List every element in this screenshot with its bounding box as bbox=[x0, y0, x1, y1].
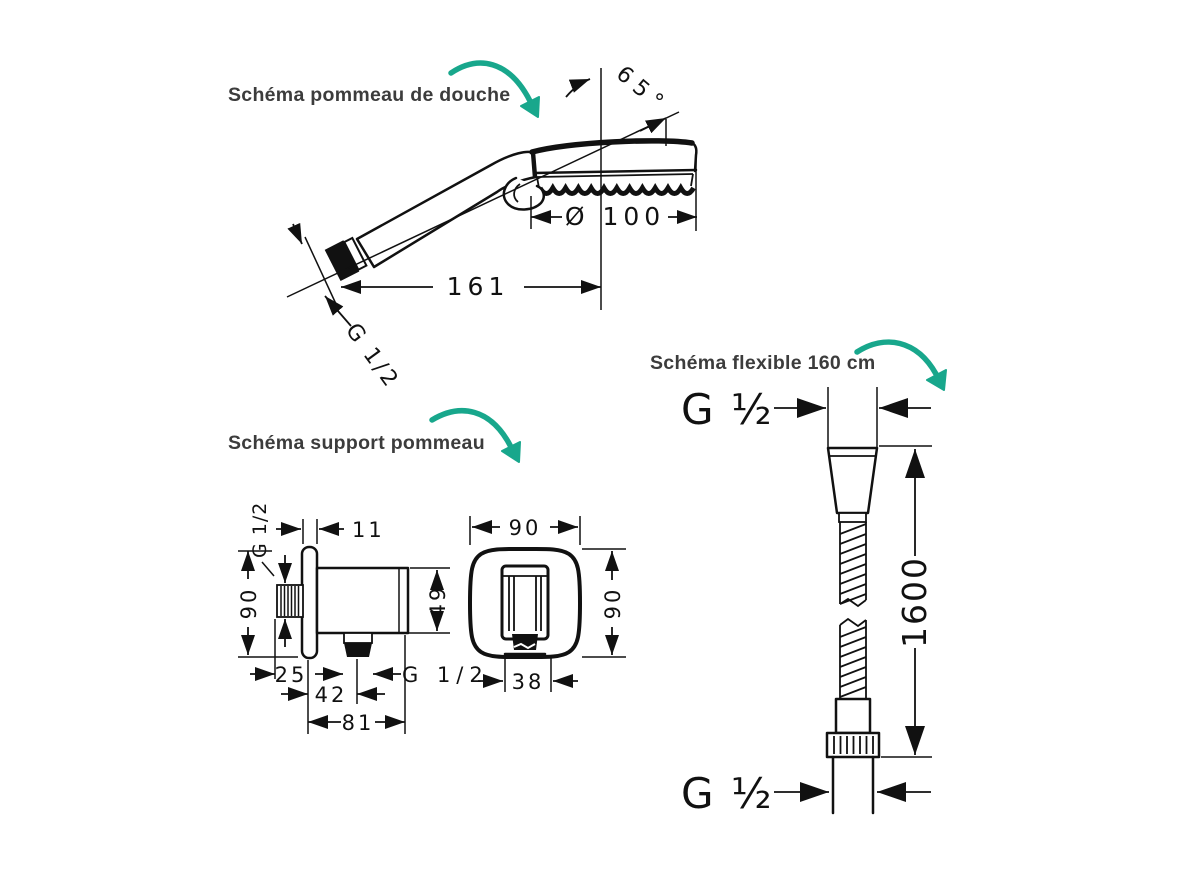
flexible-schematic: Schéma flexible 160 cm bbox=[650, 339, 947, 818]
dim-inlet-thread: G 1/2 bbox=[249, 502, 292, 647]
curved-arrow-icon bbox=[854, 339, 947, 391]
holder-label: 38 bbox=[512, 670, 545, 694]
dim-outlet-42: 42 bbox=[281, 683, 385, 707]
hose-spiral-upper bbox=[839, 522, 867, 608]
dim-length-161: 161 bbox=[341, 272, 601, 301]
dim-body-49: 49 bbox=[376, 567, 450, 634]
height-label: 90 bbox=[237, 587, 261, 620]
dim-depth-81: 81 bbox=[308, 711, 405, 735]
hose-spiral-lower bbox=[839, 617, 867, 699]
dim-outlet-thread-g12: G 1/2 bbox=[315, 663, 489, 687]
front-width-label: 90 bbox=[509, 516, 542, 540]
dim-front-width-90: 90 bbox=[469, 516, 581, 545]
support-side-view bbox=[276, 545, 410, 660]
support-schematic: Schéma support pommeau bbox=[228, 408, 626, 735]
inlet-thread bbox=[276, 584, 304, 618]
thread-top-label: G ½ bbox=[681, 385, 774, 434]
spray-face bbox=[537, 183, 696, 196]
outlet-label: 42 bbox=[315, 683, 348, 707]
thread-label: G 1/2 bbox=[340, 319, 404, 394]
diameter-label: Ø 100 bbox=[565, 202, 665, 231]
holder-cup bbox=[500, 564, 550, 656]
axis-line bbox=[286, 111, 680, 298]
support-title: Schéma support pommeau bbox=[228, 432, 485, 454]
dim-plate-11: 11 bbox=[276, 518, 385, 544]
dim-front-height-90: 90 bbox=[582, 548, 626, 658]
dim-angle-65: 65° bbox=[565, 61, 673, 134]
angle-label: 65° bbox=[611, 61, 673, 119]
dim-bottom-rows: 25 G 1/2 42 81 bbox=[250, 619, 489, 735]
flexible-title: Schéma flexible 160 cm bbox=[650, 352, 876, 374]
end-plane-line bbox=[304, 236, 337, 305]
thread-bottom-label: G ½ bbox=[681, 769, 774, 818]
head-title: Schéma pommeau de douche bbox=[228, 84, 510, 106]
length-label: 161 bbox=[447, 272, 510, 301]
dim-thread-bottom: G ½ bbox=[681, 769, 931, 818]
front-height-label: 90 bbox=[601, 587, 625, 620]
outlet-nut bbox=[343, 632, 373, 657]
depth-label: 81 bbox=[342, 711, 375, 735]
outlet-thread-label: G 1/2 bbox=[402, 663, 489, 687]
inlet-thread-label: G 1/2 bbox=[249, 502, 271, 558]
head-drawing bbox=[324, 138, 698, 282]
dim-length-1600: 1600 bbox=[879, 445, 934, 758]
dim-holder-38: 38 bbox=[478, 656, 578, 694]
hose-nut bbox=[825, 731, 881, 759]
plate-label: 11 bbox=[352, 518, 385, 542]
body-label: 49 bbox=[426, 585, 450, 618]
dim-height-90: 90 bbox=[237, 550, 298, 658]
wall-label: 25 bbox=[275, 663, 308, 687]
dim-wall-25: 25 bbox=[250, 663, 308, 687]
hose-drawing bbox=[825, 446, 881, 815]
curved-arrow-icon bbox=[429, 408, 521, 463]
dim-thread-top: G ½ bbox=[681, 385, 931, 447]
dim-diameter-100: Ø 100 bbox=[530, 152, 697, 231]
shower-head-schematic: Schéma pommeau de douche bbox=[228, 60, 698, 394]
support-front-view bbox=[467, 546, 583, 660]
curved-arrow-icon bbox=[448, 60, 540, 118]
hose-length-label: 1600 bbox=[895, 556, 934, 648]
